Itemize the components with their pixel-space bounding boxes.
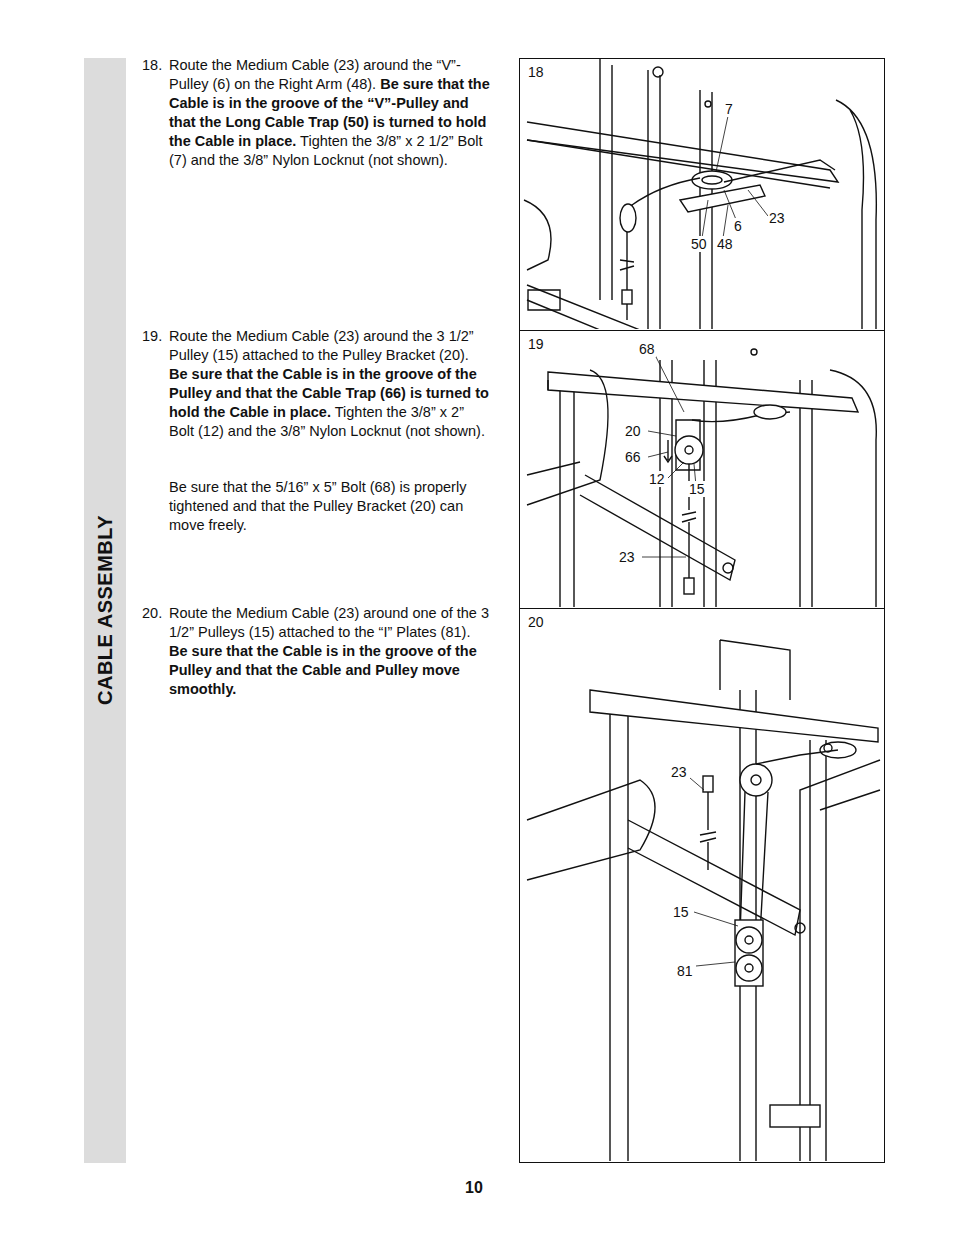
callout-number: 15 — [672, 904, 690, 920]
callout-number: 23 — [768, 210, 786, 226]
callout-number: 15 — [688, 481, 706, 497]
figure-panel: 19 — [519, 330, 885, 609]
warning-text: Be sure that the Cable is in the groove … — [169, 643, 477, 697]
section-tab: CABLE ASSEMBLY — [94, 515, 117, 705]
instruction-text: Route the Medium Cable (23) around one o… — [169, 605, 489, 640]
panel-number: 19 — [528, 336, 544, 352]
callout-number: 23 — [670, 764, 688, 780]
step-number: 18. — [142, 56, 162, 75]
figure-panel: 20 — [519, 608, 885, 1163]
panel-number: 18 — [528, 64, 544, 80]
step-paragraph: Route the Medium Cable (23) around the 3… — [169, 327, 491, 441]
callout-number: 50 — [690, 236, 708, 252]
step-number: 20. — [142, 604, 162, 623]
callout-number: 68 — [638, 341, 656, 357]
callout-number: 6 — [733, 218, 743, 234]
instruction-text: Route the Medium Cable (23) around the 3… — [169, 328, 474, 363]
step-number: 19. — [142, 327, 162, 346]
callout-number: 12 — [648, 471, 666, 487]
callout-number: 66 — [624, 449, 642, 465]
step-paragraph: Route the Medium Cable (23) around the “… — [169, 56, 491, 170]
panel-number: 20 — [528, 614, 544, 630]
step-paragraph: Route the Medium Cable (23) around one o… — [169, 604, 491, 699]
callout-number: 23 — [618, 549, 636, 565]
callout-number: 7 — [724, 101, 734, 117]
instruction-text: Be sure that the 5/16” x 5” Bolt (68) is… — [169, 479, 466, 533]
page-number: 10 — [465, 1179, 483, 1197]
figure-panel: 18 — [519, 58, 885, 331]
callout-number: 20 — [624, 423, 642, 439]
step-paragraph: Be sure that the 5/16” x 5” Bolt (68) is… — [169, 478, 491, 535]
callout-number: 81 — [676, 963, 694, 979]
callout-number: 48 — [716, 236, 734, 252]
